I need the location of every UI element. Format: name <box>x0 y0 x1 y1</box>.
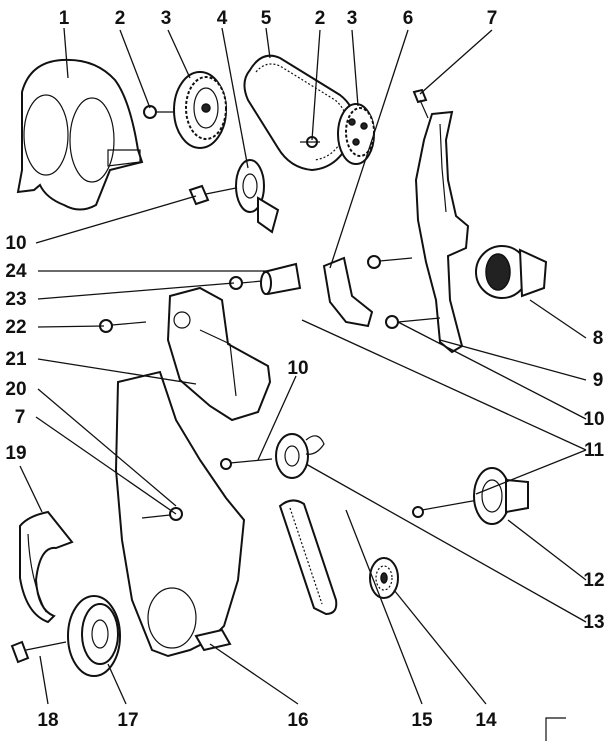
bolt-10-upper <box>188 184 237 206</box>
callout-10-middle: 10 <box>287 358 308 379</box>
callout-7-top: 7 <box>487 8 498 29</box>
bolt-22 <box>99 319 147 333</box>
callout-19: 19 <box>5 443 26 464</box>
callout-20: 20 <box>5 379 26 400</box>
rear-timing-plate <box>414 110 470 354</box>
camshaft-sprocket-right <box>337 103 375 165</box>
callout-9: 9 <box>593 370 604 391</box>
v-belt <box>19 510 74 624</box>
upper-timing-cover <box>16 58 144 211</box>
callout-13: 13 <box>583 612 604 633</box>
callout-3-right: 3 <box>347 8 358 29</box>
callout-5: 5 <box>261 8 272 29</box>
callout-numbers: 1 2 3 4 5 2 3 6 7 10 24 23 22 21 20 7 19… <box>5 8 604 731</box>
crankshaft-bolt <box>10 640 67 664</box>
callout-22: 22 <box>5 317 26 338</box>
bolt-23 <box>229 276 263 290</box>
crankshaft-sprocket <box>369 557 399 599</box>
callout-4: 4 <box>217 8 228 29</box>
toothed-belt-lower <box>278 499 338 616</box>
accessory-bracket <box>166 286 272 422</box>
idler-roller <box>412 467 529 525</box>
leader-lines <box>19 27 587 705</box>
callout-24: 24 <box>5 261 27 282</box>
callout-12: 12 <box>583 570 604 591</box>
corner-mark <box>545 717 566 741</box>
callout-11: 11 <box>584 440 605 461</box>
callout-17: 17 <box>117 710 138 731</box>
callout-18: 18 <box>37 710 58 731</box>
callout-15: 15 <box>411 710 433 731</box>
crankshaft-pulley <box>67 595 121 677</box>
callout-3-left: 3 <box>161 8 172 29</box>
camshaft-belt <box>243 54 356 172</box>
bolt-10-middle <box>220 458 273 470</box>
camshaft-sprocket-left <box>173 71 227 149</box>
lower-cover-clip <box>194 628 232 652</box>
callout-23: 23 <box>5 289 26 310</box>
callout-2-left: 2 <box>115 8 126 29</box>
idler-bracket <box>322 256 374 328</box>
callout-10-right: 10 <box>583 409 604 430</box>
callout-2-right: 2 <box>315 8 326 29</box>
water-pump-bolts <box>367 255 441 329</box>
callout-14: 14 <box>475 710 497 731</box>
spacer-sleeve <box>260 262 302 296</box>
callout-8: 8 <box>593 328 604 349</box>
callout-6: 6 <box>403 8 414 29</box>
callout-16: 16 <box>287 710 308 731</box>
callout-1: 1 <box>59 8 70 29</box>
water-pump <box>475 245 548 299</box>
callout-21: 21 <box>5 349 27 370</box>
bolt-7-upper <box>412 88 429 119</box>
upper-tensioner-roller <box>235 159 280 234</box>
callout-10-upper: 10 <box>5 233 26 254</box>
callout-7-lower: 7 <box>15 407 26 428</box>
tensioner-roller <box>275 433 325 479</box>
